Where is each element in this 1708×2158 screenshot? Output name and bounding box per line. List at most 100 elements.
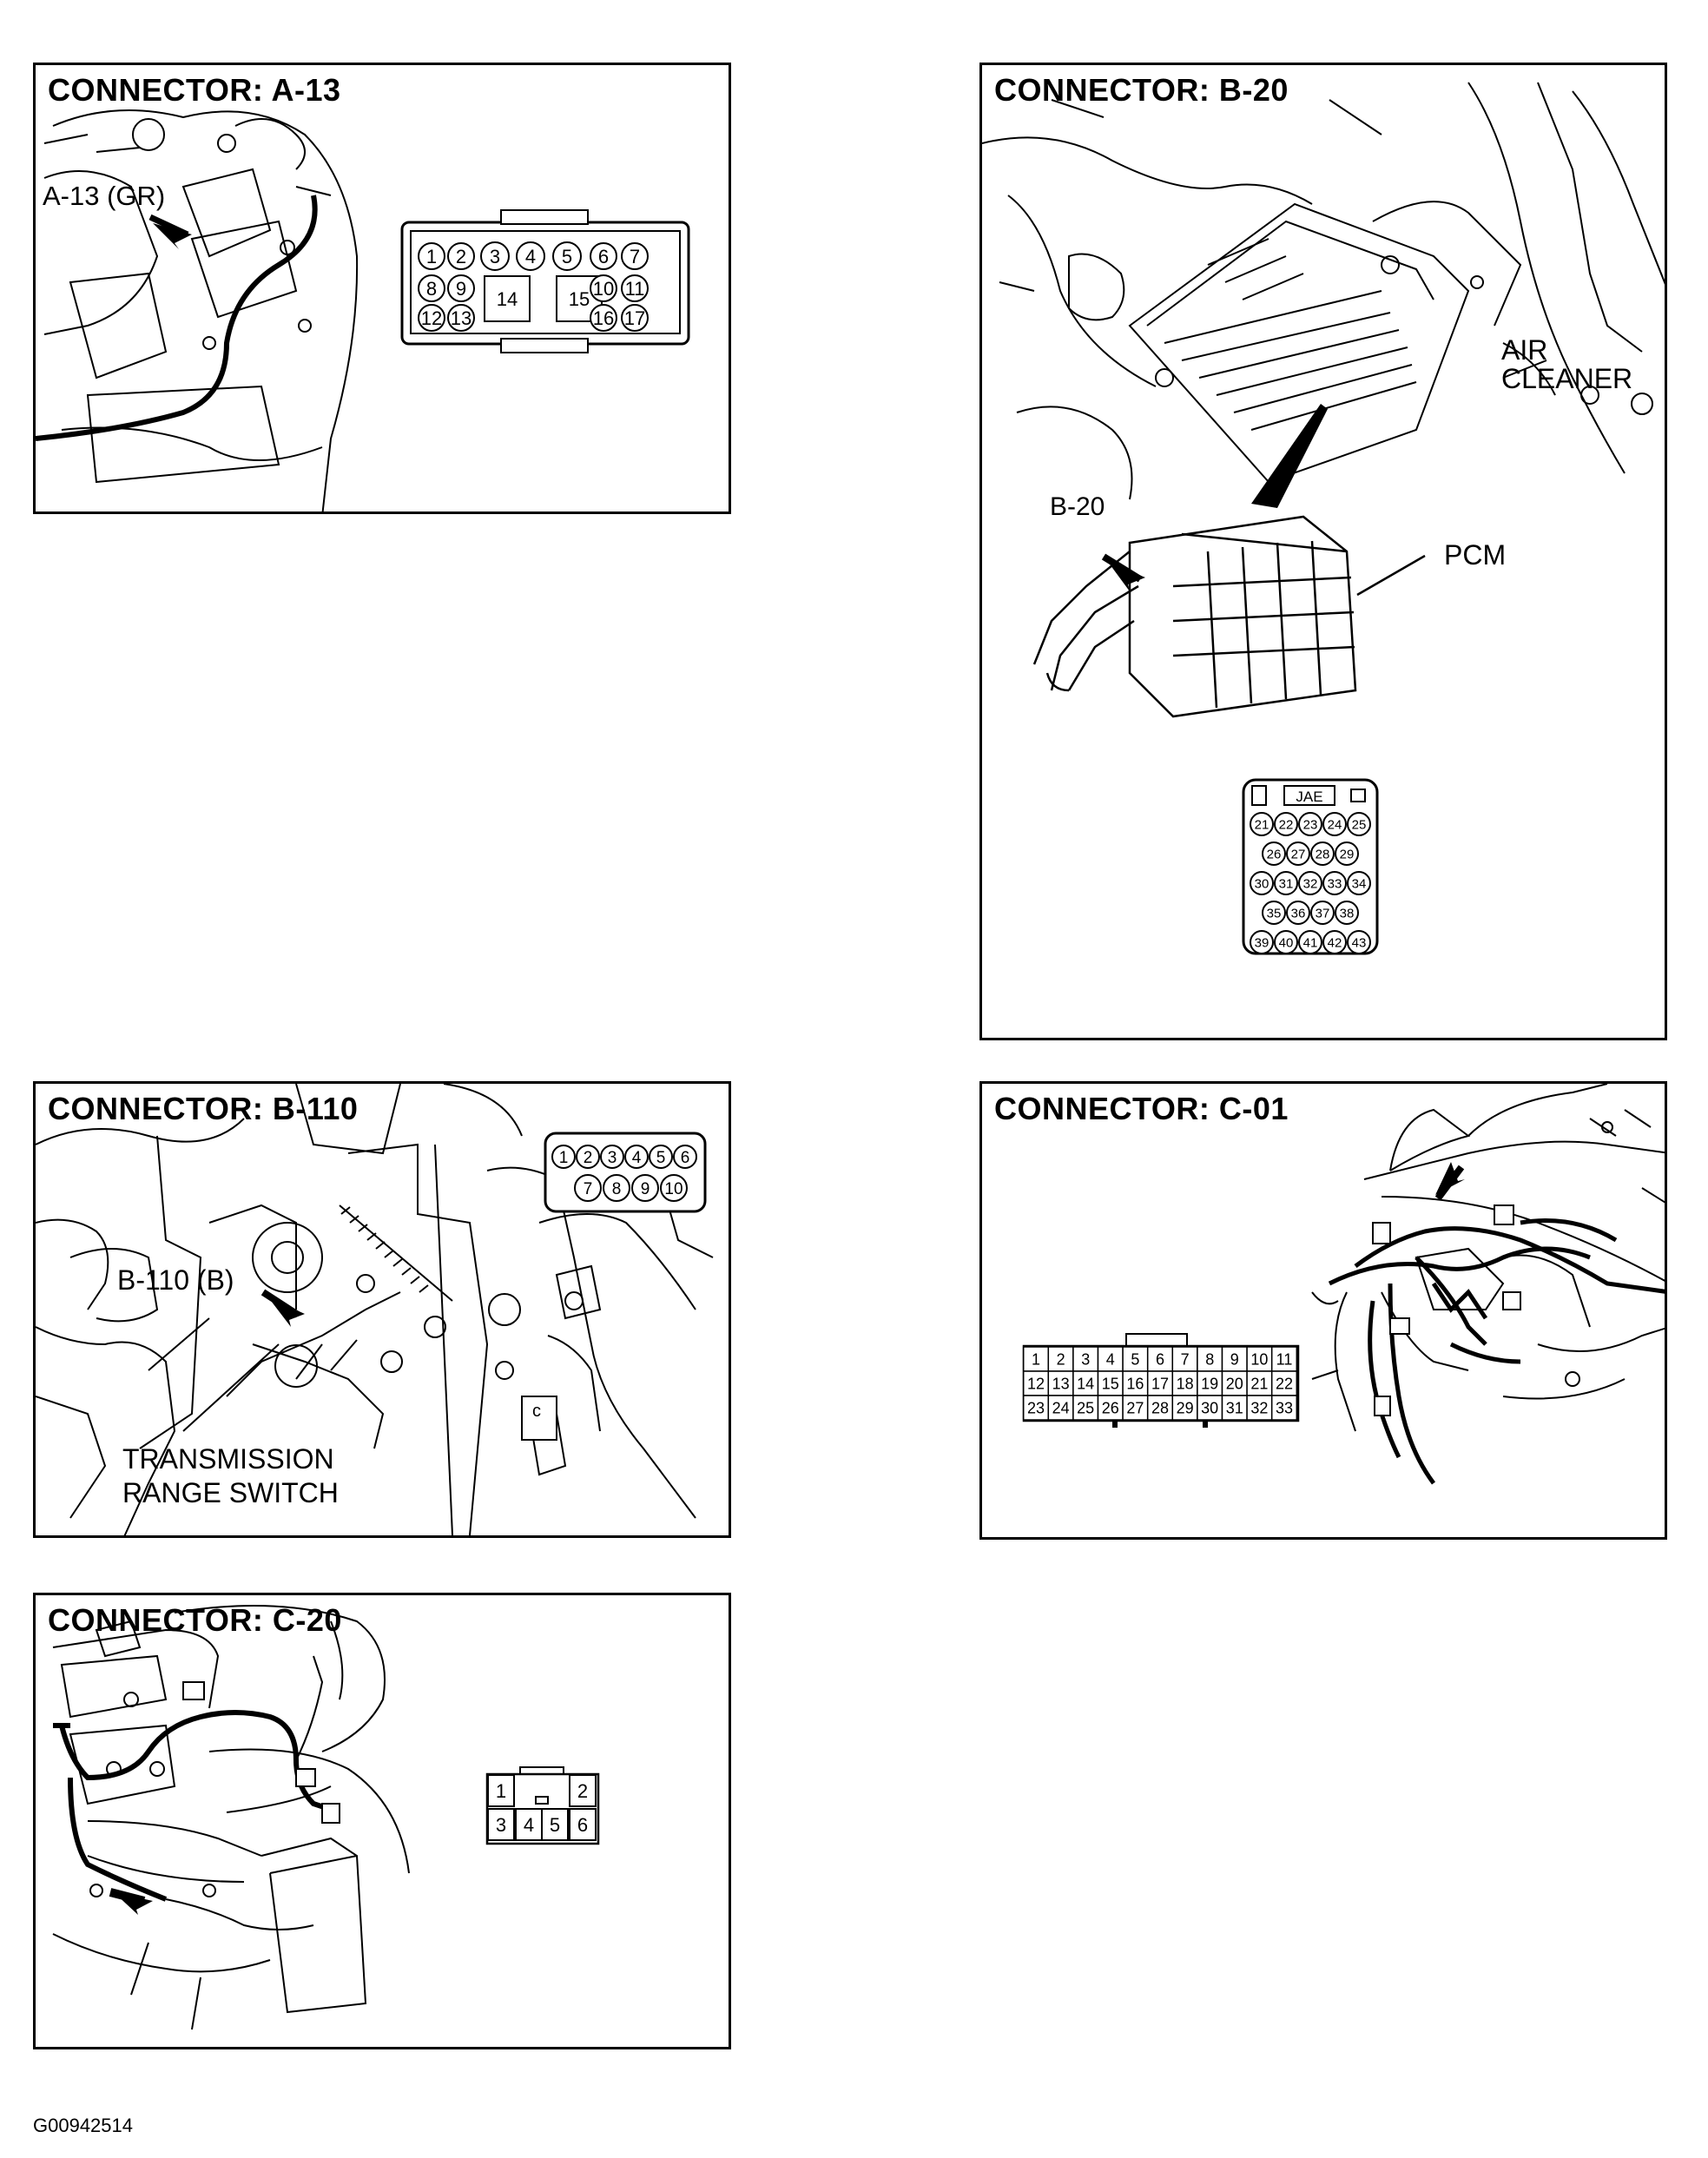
pin-number: 8	[426, 278, 437, 300]
connector-pin-30	[1250, 871, 1274, 895]
connector-pin-1	[551, 1145, 576, 1169]
connector-pin-38	[1335, 901, 1359, 925]
pin-number: 28	[1316, 847, 1330, 861]
pin-number: 29	[1340, 847, 1355, 861]
pin-number: 42	[1328, 935, 1342, 950]
connector-pin-21	[1246, 1370, 1273, 1396]
pin-number: 24	[1052, 1399, 1070, 1416]
pin-number: 9	[456, 278, 466, 300]
connector-pin-42	[1322, 930, 1347, 954]
pin-number: 20	[1226, 1375, 1243, 1392]
connector-pin-4	[1097, 1346, 1124, 1372]
pin-number: 7	[584, 1180, 593, 1198]
connector-pin-5	[649, 1145, 673, 1169]
pin-number: 2	[1057, 1350, 1065, 1368]
connector-pin-16	[590, 304, 617, 332]
callout-label: A-13 (GR)	[43, 181, 166, 211]
pin-number: 15	[1102, 1375, 1119, 1392]
pin-number: 6	[1156, 1350, 1164, 1368]
callout-label: B-20	[1050, 492, 1105, 521]
pin-number: 15	[569, 288, 590, 310]
pin-number: 21	[1250, 1375, 1268, 1392]
connector-pin-14	[484, 275, 531, 322]
connector-pin-34	[1347, 871, 1371, 895]
callout-label: B-110 (B)	[117, 1264, 234, 1296]
maker-label: JAE	[1296, 789, 1322, 805]
pin-number: 26	[1267, 847, 1282, 861]
pin-number: 34	[1352, 876, 1367, 891]
pin-number: 25	[1077, 1399, 1094, 1416]
pin-number: 5	[1131, 1350, 1139, 1368]
pin-number: 23	[1027, 1399, 1045, 1416]
connector-pin-13	[447, 304, 475, 332]
pin-number: 21	[1255, 817, 1269, 832]
dash-illustration-c20	[52, 1605, 410, 2030]
pin-number: 1	[426, 246, 437, 267]
pin-number: 40	[1279, 935, 1294, 950]
pin-number: 32	[1250, 1399, 1268, 1416]
connector-pin-18	[1171, 1370, 1198, 1396]
pin-number: 11	[625, 278, 645, 300]
panel-title: CONNECTOR: B-110	[48, 1091, 359, 1126]
pin-number: 24	[1328, 817, 1342, 832]
connector-pin-2	[569, 1774, 597, 1807]
pin-number: 17	[624, 307, 645, 329]
pin-number: 35	[1267, 906, 1282, 921]
connector-pin-25	[1072, 1395, 1099, 1421]
connector-pin-26	[1262, 841, 1286, 866]
pin-number: 10	[1250, 1350, 1268, 1368]
connector-pin-22	[1274, 812, 1298, 836]
pin-number: 5	[562, 246, 572, 267]
connector-pin-25	[1347, 812, 1371, 836]
pin-number: 5	[656, 1149, 666, 1167]
connector-pin-4	[516, 241, 545, 271]
pin-number: 8	[612, 1180, 622, 1198]
panel-title: CONNECTOR: A-13	[48, 72, 341, 108]
pin-number: 6	[598, 246, 609, 267]
pin-number: 11	[1276, 1350, 1293, 1368]
connector-pin-27	[1286, 841, 1310, 866]
connector-pin-27	[1122, 1395, 1149, 1421]
connector-pin-37	[1310, 901, 1335, 925]
pin-number: 7	[630, 246, 640, 267]
pin-number: 26	[1102, 1399, 1119, 1416]
connector-pin-14	[1072, 1370, 1099, 1396]
label-transmission: TRANSMISSION	[122, 1443, 334, 1475]
connector-pin-7	[621, 242, 649, 270]
connector-pin-32	[1298, 871, 1322, 895]
engine-bay-illustration-b20	[982, 82, 1665, 718]
connector-pin-2	[447, 242, 475, 270]
connector-pin-3	[480, 241, 510, 271]
label-air: AIR	[1501, 334, 1548, 366]
pin-number: 22	[1279, 817, 1294, 832]
connector-pin-33	[1322, 871, 1347, 895]
pin-number: 10	[664, 1180, 683, 1198]
pin-number: 25	[1352, 817, 1367, 832]
connector-pin-1	[418, 242, 445, 270]
connector-pin-22	[1270, 1370, 1298, 1396]
pin-number: 2	[577, 1780, 588, 1802]
connector-pin-36	[1286, 901, 1310, 925]
connector-pin-24	[1322, 812, 1347, 836]
engine-bay-illustration-a13	[36, 109, 359, 511]
pin-number: 31	[1226, 1399, 1243, 1416]
pin-number: 28	[1151, 1399, 1169, 1416]
pin-number: 14	[497, 288, 518, 310]
pin-number: 16	[593, 307, 614, 329]
connector-pin-4	[624, 1145, 649, 1169]
arrow-a13	[153, 223, 192, 249]
pin-number: 9	[1230, 1350, 1239, 1368]
pin-number: 31	[1279, 876, 1294, 891]
panel-connector-b20: CONNECTOR: B-20 AIR CLEANER PCM B-20 JAE…	[979, 63, 1667, 1040]
connector-pin-21	[1250, 812, 1274, 836]
connector-pin-9	[447, 274, 475, 302]
pin-number: 3	[1081, 1350, 1090, 1368]
pin-number: 41	[1303, 935, 1318, 950]
connector-pin-2	[576, 1145, 600, 1169]
pin-number: 29	[1177, 1399, 1194, 1416]
pin-number: 4	[524, 1814, 534, 1836]
connector-pin-33	[1270, 1395, 1298, 1421]
connector-pin-35	[1262, 901, 1286, 925]
